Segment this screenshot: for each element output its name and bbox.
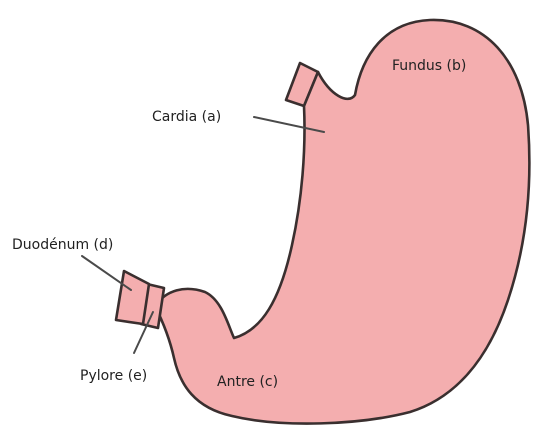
label-pylore: Pylore (e): [80, 368, 147, 384]
duodenum-stub: [116, 271, 149, 324]
label-duodenum: Duodénum (d): [12, 237, 113, 253]
label-fundus: Fundus (b): [392, 58, 466, 74]
stomach-body: [155, 20, 529, 424]
label-cardia: Cardia (a): [152, 109, 221, 125]
label-antre: Antre (c): [217, 374, 278, 390]
